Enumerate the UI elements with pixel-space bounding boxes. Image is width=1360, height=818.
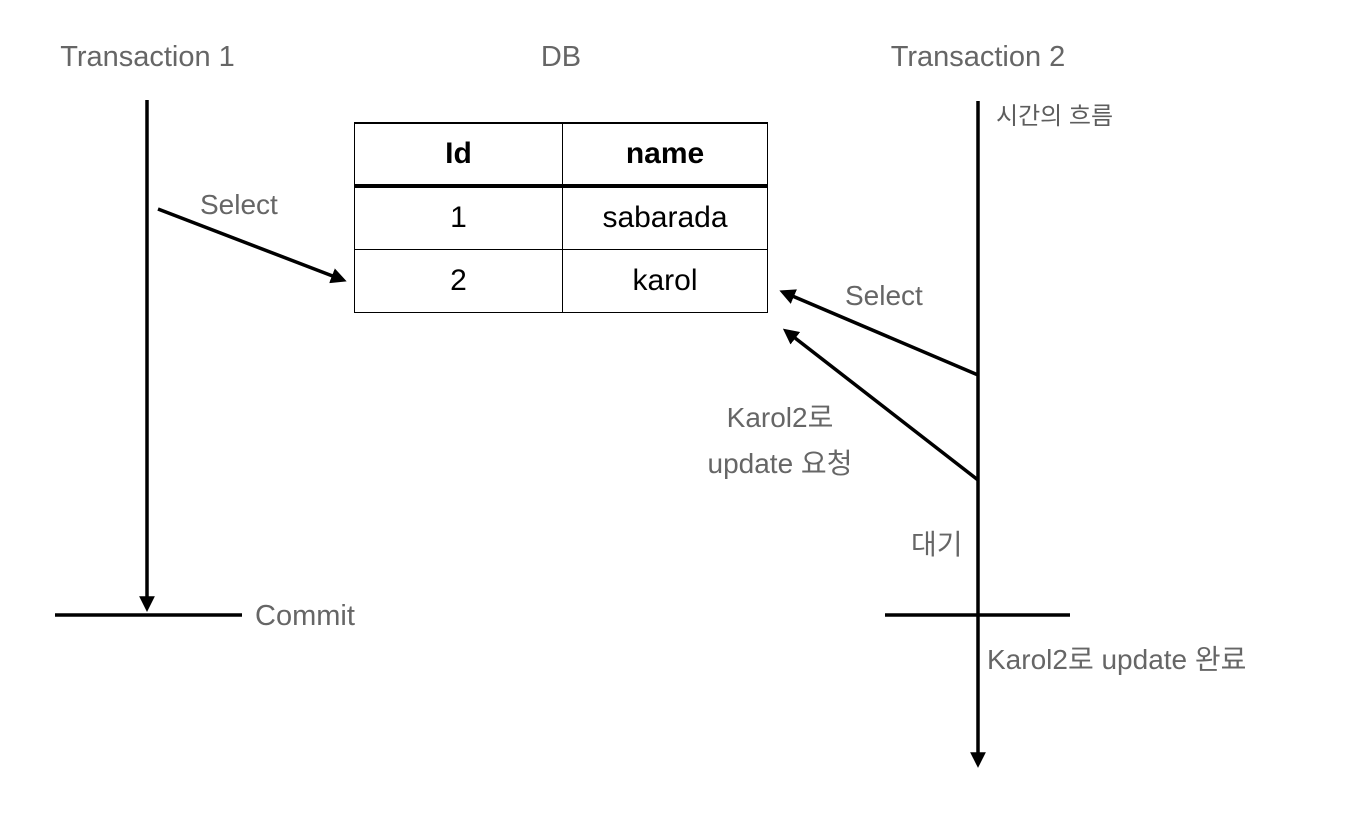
commit-label: Commit xyxy=(255,600,355,632)
db-table-cell-name-1: sabarada xyxy=(562,185,768,250)
select-label-transaction2: Select xyxy=(845,280,923,311)
transaction1-title: Transaction 1 xyxy=(60,41,235,73)
time-flow-label: 시간의 흐름 xyxy=(996,103,1114,130)
transaction2-title: Transaction 2 xyxy=(890,41,1066,73)
db-table-cell-id-1: 1 xyxy=(354,185,563,250)
db-table: Id name 1 sabarada 2 karol xyxy=(354,122,768,313)
db-table-cell-id-2: 2 xyxy=(354,248,563,313)
db-title: DB xyxy=(540,41,582,73)
update-request-label-line2: update 요청 xyxy=(707,448,853,479)
select-arrow-transaction2 xyxy=(779,289,979,377)
db-table-header-name: name xyxy=(562,122,768,188)
select-arrow-transaction1 xyxy=(157,207,347,284)
update-request-label: Karol2로 update 요청 xyxy=(680,395,880,487)
update-request-label-line1: Karol2로 xyxy=(726,402,834,433)
update-done-label: Karol2로 update 완료 xyxy=(987,644,1247,675)
wait-label: 대기 xyxy=(911,529,963,560)
table-row: 2 karol xyxy=(354,248,768,313)
select-label-transaction1: Select xyxy=(200,189,278,220)
db-table-header-id: Id xyxy=(354,122,563,188)
db-table-header-row: Id name xyxy=(354,122,768,188)
table-row: 1 sabarada xyxy=(354,185,768,250)
update-request-arrow xyxy=(782,328,980,482)
db-table-cell-name-2: karol xyxy=(562,248,768,313)
